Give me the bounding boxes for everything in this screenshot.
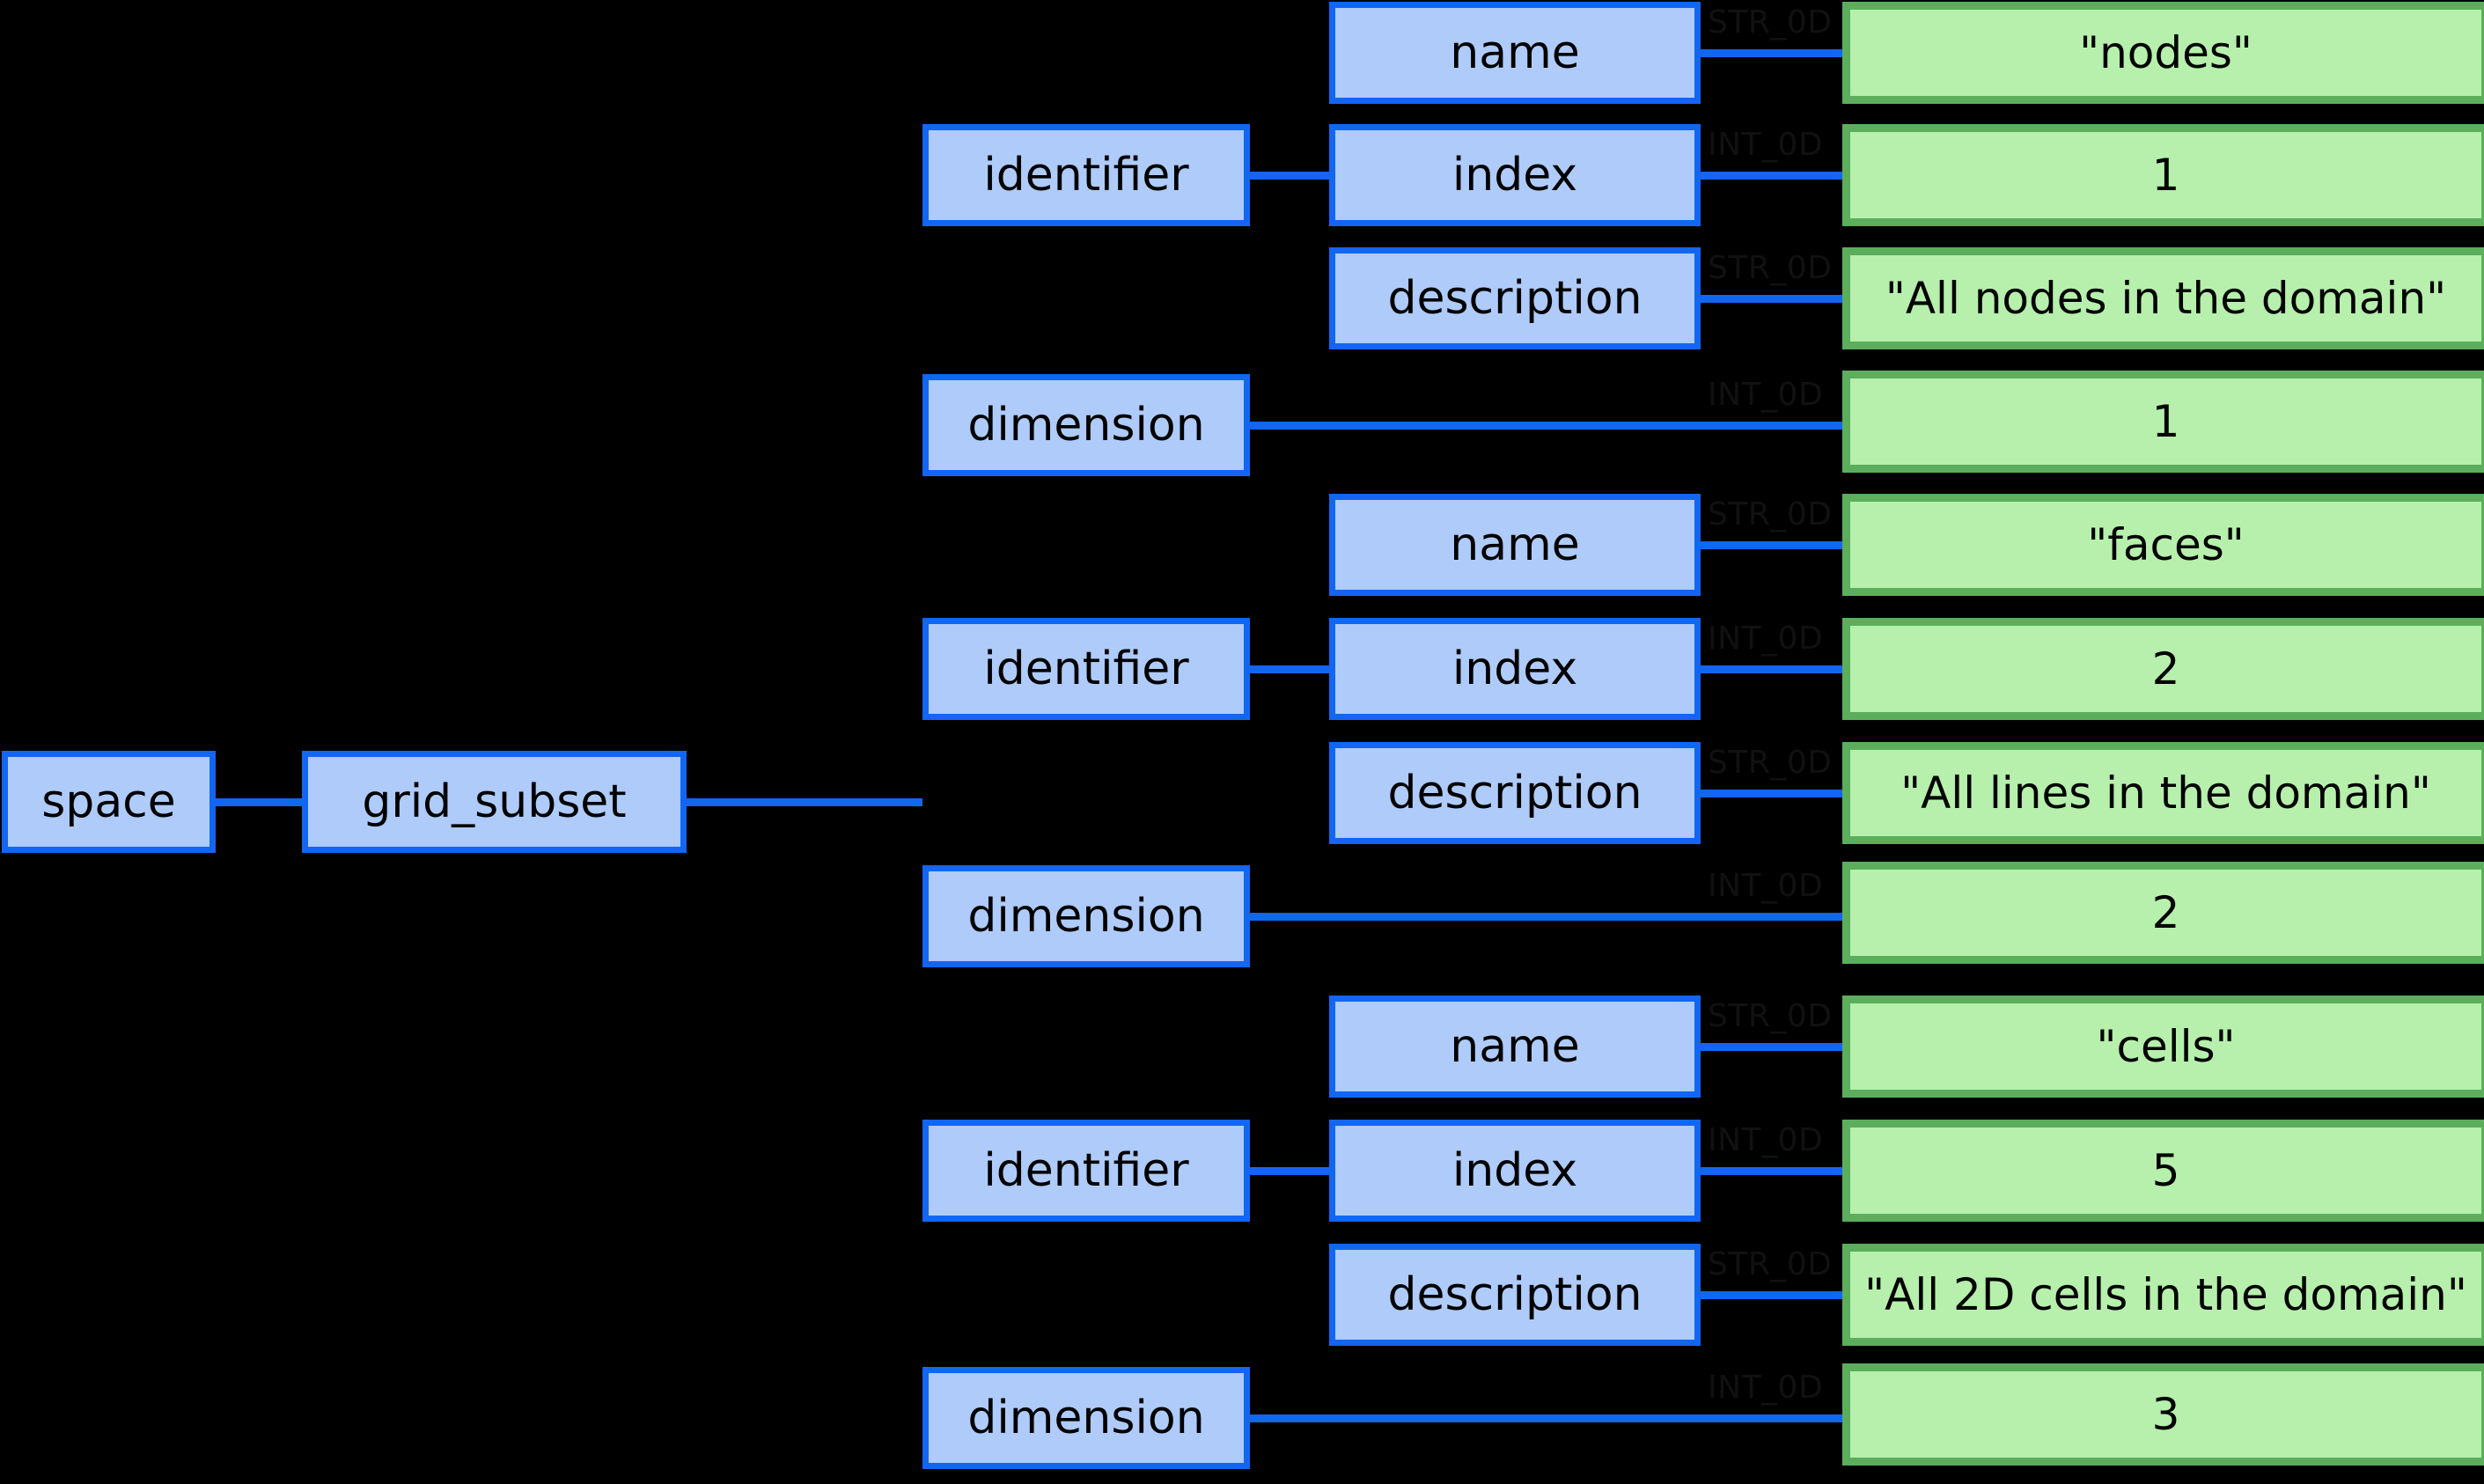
node-dimension-group-2[interactable]: dimension (922, 865, 1250, 967)
node-space-label: space (41, 775, 176, 828)
node-identifier-group-2[interactable]: identifier (922, 618, 1250, 720)
value-description-group-3-label: "All 2D cells in the domain" (1864, 1269, 2467, 1320)
value-index-group-1-label: 1 (2151, 150, 2180, 201)
connector-index-1-out (1701, 172, 1842, 180)
node-description-group-2[interactable]: description (1329, 742, 1701, 844)
node-dimension-group-2-label: dimension (967, 890, 1205, 943)
node-dimension-group-3-label: dimension (967, 1392, 1205, 1444)
node-name-group-2-label: name (1450, 518, 1580, 571)
node-index-group-1-label: index (1451, 149, 1578, 202)
edge-type-dimension-group-2: INT_0D (1708, 868, 1824, 904)
value-description-group-1: "All nodes in the domain" (1842, 247, 2484, 349)
value-description-group-2: "All lines in the domain" (1842, 742, 2484, 844)
node-index-group-3-label: index (1451, 1144, 1578, 1197)
edge-type-dimension-group-3: INT_0D (1708, 1370, 1824, 1406)
value-name-group-1-label: "nodes" (2079, 27, 2253, 78)
value-dimension-group-3-label: 3 (2151, 1389, 2180, 1440)
edge-type-index-group-2: INT_0D (1708, 621, 1824, 657)
value-name-group-1: "nodes" (1842, 2, 2484, 104)
connector-identifier-2-out (1250, 665, 1329, 673)
connector-index-3-out (1701, 1167, 1842, 1175)
connector-name-2-out (1701, 541, 1842, 549)
edge-type-index-group-1: INT_0D (1708, 127, 1824, 163)
value-description-group-2-label: "All lines in the domain" (1900, 768, 2431, 819)
node-identifier-group-1[interactable]: identifier (922, 124, 1250, 226)
value-dimension-group-1: 1 (1842, 371, 2484, 473)
connector-name-1-out (1701, 49, 1842, 57)
node-description-group-3-label: description (1387, 1268, 1643, 1321)
node-index-group-1[interactable]: index (1329, 124, 1701, 226)
node-name-group-3-label: name (1450, 1020, 1580, 1073)
connector-grid-subset-out (687, 798, 922, 806)
node-space[interactable]: space (2, 751, 216, 853)
node-index-group-2[interactable]: index (1329, 618, 1701, 720)
value-index-group-2-label: 2 (2151, 643, 2180, 694)
connector-name-3-out (1701, 1043, 1842, 1051)
connector-dimension-3-out (1250, 1414, 1842, 1422)
edge-type-name-group-2: STR_0D (1708, 496, 1833, 533)
node-grid-subset-label: grid_subset (362, 775, 627, 828)
value-name-group-2: "faces" (1842, 494, 2484, 596)
value-index-group-3-label: 5 (2151, 1145, 2180, 1196)
node-name-group-3[interactable]: name (1329, 995, 1701, 1098)
node-identifier-group-3[interactable]: identifier (922, 1120, 1250, 1222)
edge-type-name-group-1: STR_0D (1708, 4, 1833, 40)
node-identifier-group-2-label: identifier (983, 643, 1189, 695)
node-description-group-2-label: description (1387, 767, 1643, 819)
edge-type-dimension-group-1: INT_0D (1708, 377, 1824, 413)
value-name-group-3: "cells" (1842, 995, 2484, 1098)
node-description-group-1[interactable]: description (1329, 247, 1701, 349)
connector-description-1-out (1701, 295, 1842, 303)
value-name-group-3-label: "cells" (2096, 1021, 2236, 1072)
node-index-group-3[interactable]: index (1329, 1120, 1701, 1222)
node-name-group-1[interactable]: name (1329, 2, 1701, 104)
connector-dimension-2-out (1250, 913, 1842, 921)
connector-space-to-grid-subset (216, 798, 302, 806)
connector-description-3-out (1701, 1291, 1842, 1299)
node-identifier-group-3-label: identifier (983, 1144, 1189, 1197)
node-dimension-group-1[interactable]: dimension (922, 374, 1250, 476)
connector-description-2-out (1701, 790, 1842, 797)
value-dimension-group-1-label: 1 (2151, 396, 2180, 447)
value-dimension-group-2: 2 (1842, 862, 2484, 964)
edge-type-name-group-3: STR_0D (1708, 998, 1833, 1034)
node-dimension-group-3[interactable]: dimension (922, 1367, 1250, 1469)
value-index-group-2: 2 (1842, 618, 2484, 720)
connector-dimension-1-out (1250, 422, 1842, 430)
node-name-group-1-label: name (1450, 26, 1580, 79)
node-index-group-2-label: index (1451, 643, 1578, 695)
node-name-group-2[interactable]: name (1329, 494, 1701, 596)
connector-identifier-3-out (1250, 1167, 1329, 1175)
node-grid-subset[interactable]: grid_subset (302, 751, 687, 853)
node-description-group-3[interactable]: description (1329, 1244, 1701, 1346)
value-description-group-1-label: "All nodes in the domain" (1885, 273, 2447, 324)
value-description-group-3: "All 2D cells in the domain" (1842, 1244, 2484, 1346)
node-identifier-group-1-label: identifier (983, 149, 1189, 202)
edge-type-index-group-3: INT_0D (1708, 1122, 1824, 1158)
connector-identifier-1-out (1250, 172, 1329, 180)
value-dimension-group-2-label: 2 (2151, 887, 2180, 938)
edge-type-description-group-1: STR_0D (1708, 250, 1833, 286)
value-index-group-1: 1 (1842, 124, 2484, 226)
node-dimension-group-1-label: dimension (967, 399, 1205, 452)
value-dimension-group-3: 3 (1842, 1363, 2484, 1466)
node-description-group-1-label: description (1387, 272, 1643, 325)
edge-type-description-group-2: STR_0D (1708, 745, 1833, 781)
value-name-group-2-label: "faces" (2087, 519, 2245, 570)
edge-type-description-group-3: STR_0D (1708, 1246, 1833, 1282)
connector-index-2-out (1701, 665, 1842, 673)
value-index-group-3: 5 (1842, 1120, 2484, 1222)
